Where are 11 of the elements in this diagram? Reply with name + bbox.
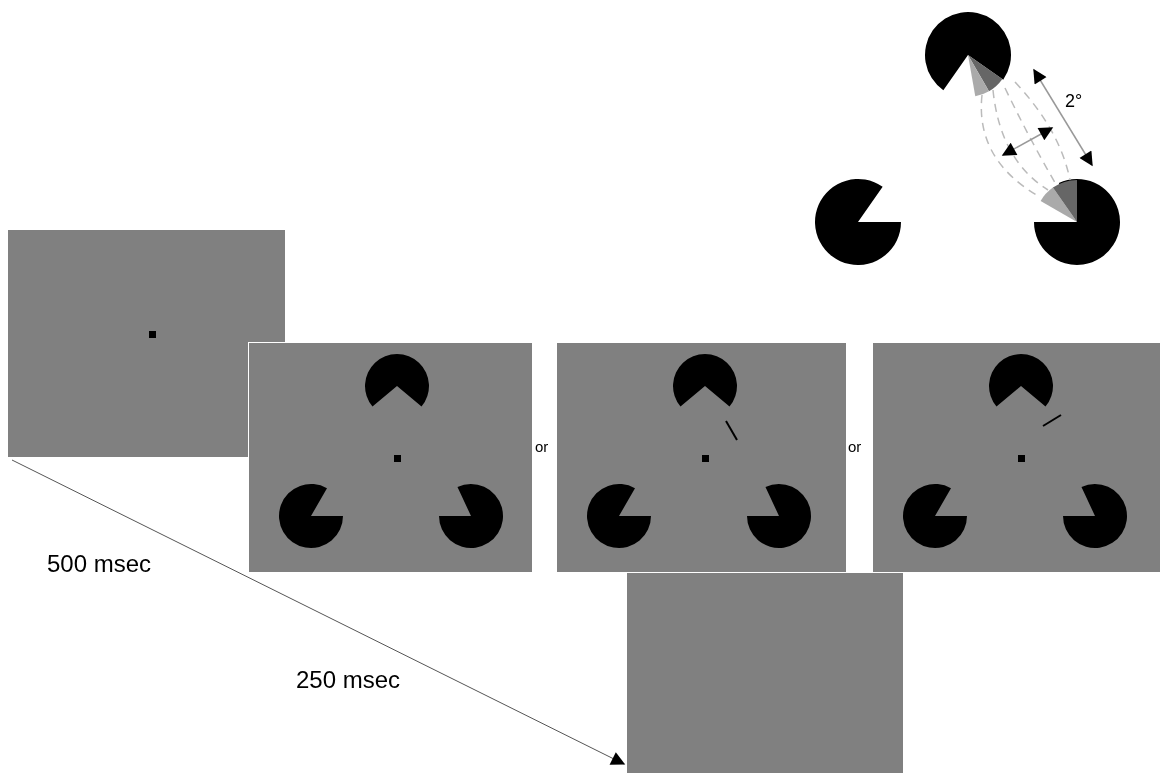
stimulus-display	[248, 342, 533, 573]
duration-label: 250 msec	[296, 668, 401, 692]
alternative-label: or	[535, 439, 549, 454]
time-arrow	[11, 459, 626, 765]
duration-label: 500 msec	[47, 552, 152, 576]
stimulus-display	[556, 342, 847, 573]
angle-label: 2°	[1065, 92, 1083, 110]
alternative-label: or	[848, 439, 862, 454]
stimulus-display	[872, 342, 1161, 573]
fixation-display	[8, 230, 285, 457]
blank-display	[626, 572, 904, 774]
